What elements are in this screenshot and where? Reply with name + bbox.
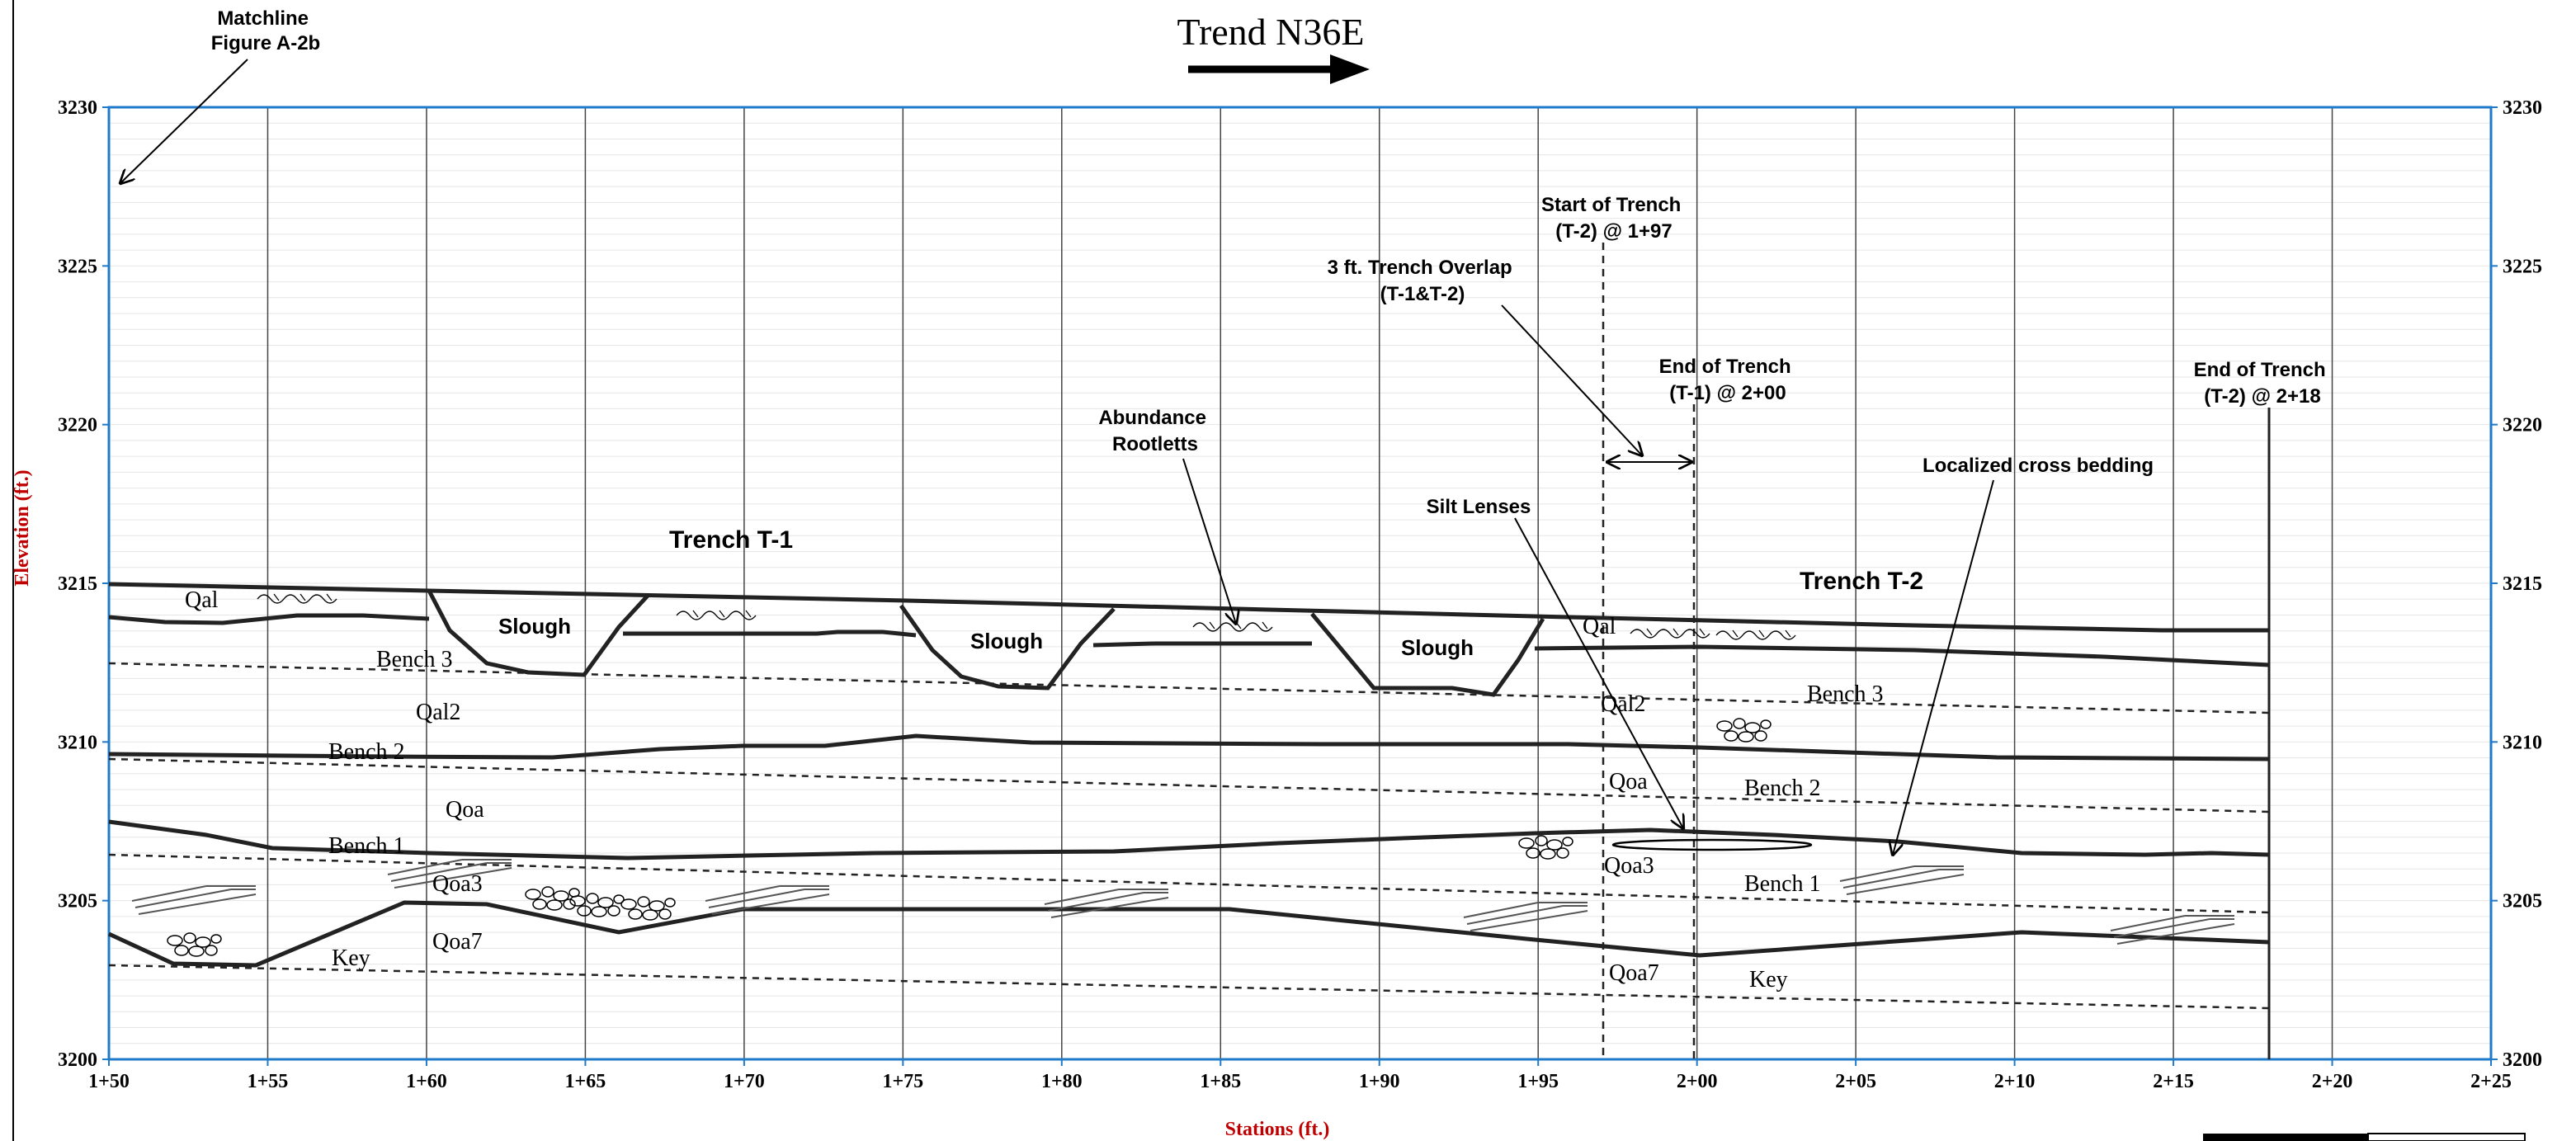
y-axis-label: Elevation (ft.) (12, 469, 33, 586)
station-gridlines (267, 107, 2333, 1059)
y-tick-label-right: 3230 (2503, 97, 2542, 119)
y-tick-label-right: 3200 (2503, 1049, 2542, 1071)
svg-text:Qoa: Qoa (446, 797, 484, 823)
silt-lens (1611, 838, 1813, 851)
y-tick-label-right: 3215 (2503, 573, 2542, 595)
x-tick-label: 1+90 (1359, 1071, 1400, 1092)
x-tick-label: 1+50 (88, 1071, 130, 1092)
x-tick-label: 1+80 (1041, 1071, 1083, 1092)
slough-pits (427, 589, 1545, 697)
svg-text:Qoa3: Qoa3 (432, 871, 483, 897)
end-t2-label: End of Trench (T-2) @ 2+18 (2194, 359, 2332, 408)
y-tick-label-left: 3215 (58, 573, 97, 595)
x-tick-label: 1+95 (1517, 1071, 1559, 1092)
silt-lenses-label: Silt Lenses (1427, 496, 1531, 518)
y-tick-label-left: 3220 (58, 415, 97, 436)
fine-gridlines (109, 122, 2491, 1044)
svg-text:Bench 2: Bench 2 (328, 739, 405, 765)
trench-boundaries (1602, 243, 2271, 1059)
y-tick-label-left: 3205 (58, 891, 97, 912)
x-tick-label: 2+10 (1994, 1071, 2036, 1092)
svg-text:Qoa3: Qoa3 (1604, 853, 1654, 879)
x-tick-label: 2+20 (2312, 1071, 2353, 1092)
svg-text:Key: Key (1749, 967, 1788, 992)
slough-label-3: Slough (1401, 635, 1474, 660)
qoa-base-contact (108, 819, 2270, 860)
svg-text:Bench 1: Bench 1 (1744, 871, 1821, 897)
x-tick-label: 1+60 (406, 1071, 447, 1092)
svg-text:Qal2: Qal2 (416, 700, 460, 725)
svg-text:Qal: Qal (1583, 614, 1616, 639)
y-tick-label-right: 3210 (2503, 732, 2542, 753)
x-tick-label: 2+25 (2470, 1071, 2512, 1092)
trench-t2-label: Trench T-2 (1800, 568, 1923, 595)
x-tick-label: 2+00 (1677, 1071, 1718, 1092)
start-t2-label: Start of Trench (T-2) @ 1+97 (1541, 194, 1687, 243)
x-tick-label: 1+85 (1200, 1071, 1241, 1092)
trend-title: Trend N36E (1177, 11, 1364, 53)
y-tick-label-left: 3200 (58, 1049, 97, 1071)
svg-text:Bench 2: Bench 2 (1744, 776, 1821, 801)
svg-text:Key: Key (332, 945, 370, 971)
trend-arrow (1188, 54, 1370, 84)
slough-label-2: Slough (970, 629, 1043, 653)
x-axis-label: Stations (ft.) (1225, 1119, 1330, 1140)
bench-lines (108, 662, 2270, 1010)
slough-label-1: Slough (498, 614, 571, 639)
x-tick-label: 1+55 (248, 1071, 289, 1092)
geologic-contacts (107, 582, 2270, 968)
svg-text:Bench 3: Bench 3 (376, 647, 453, 672)
y-tick-label-left: 3225 (58, 256, 97, 277)
x-tick-label: 1+65 (565, 1071, 606, 1092)
rootletts-label: Abundance Rootletts (1098, 407, 1211, 455)
matchline-label: Matchline Figure A-2b (211, 7, 320, 54)
svg-text:Qoa7: Qoa7 (1609, 960, 1659, 986)
svg-text:Qal2: Qal2 (1601, 691, 1645, 717)
matchline-arrow (120, 59, 248, 183)
y-tick-label-right: 3220 (2503, 415, 2542, 436)
svg-text:Qal: Qal (185, 587, 219, 613)
leader-arrows (1182, 304, 1994, 855)
trench-t1-label: Trench T-1 (669, 526, 793, 554)
ground-surface (108, 582, 2269, 633)
scale-bar (2203, 1133, 2526, 1141)
bench-labels: Bench 3 Bench 2 Bench 1 Key Bench 3 Benc… (328, 647, 1884, 992)
svg-text:Bench 3: Bench 3 (1807, 681, 1884, 707)
svg-text:Qoa: Qoa (1609, 769, 1648, 794)
qal-base-contact-2 (623, 629, 917, 638)
cross-bedding-label: Localized cross bedding (1923, 455, 2154, 477)
x-tick-label: 2+05 (1835, 1071, 1876, 1092)
svg-text:Bench 1: Bench 1 (328, 833, 405, 859)
y-tick-label-right: 3225 (2503, 256, 2542, 277)
qal-base-contact (108, 613, 430, 625)
qal-base-contact-4 (1534, 644, 2270, 667)
x-tick-labels: 1+50 1+55 1+60 1+65 1+70 1+75 1+80 1+85 1+90 1+95… (88, 1059, 2512, 1092)
qal2-base-contact (108, 733, 2270, 761)
x-tick-label: 2+15 (2153, 1071, 2194, 1092)
y-tick-labels-right: 3230 3225 3220 3215 3210 3205 3200 (2491, 97, 2542, 1071)
x-tick-label: 1+70 (724, 1071, 765, 1092)
overlap-label: 3 ft. Trench Overlap (T-1&T-2) (1328, 257, 1518, 305)
end-t1-label: End of Trench (T-1) @ 2+00 (1659, 356, 1797, 404)
qal-base-contact-3 (1092, 641, 1312, 648)
y-tick-label-right: 3205 (2503, 891, 2542, 912)
y-tick-label-left: 3230 (58, 97, 97, 119)
unit-labels: Qal Qal2 Qoa Qoa3 Qoa7 Qal Qal2 Qoa Qoa3… (185, 587, 1659, 986)
y-tick-label-left: 3210 (58, 732, 97, 753)
qoa3-base-contact (107, 900, 2270, 968)
y-tick-labels-left: 3230 3225 3220 3215 3210 3205 3200 (58, 97, 109, 1071)
svg-text:Qoa7: Qoa7 (432, 929, 483, 955)
x-tick-label: 1+75 (882, 1071, 923, 1092)
